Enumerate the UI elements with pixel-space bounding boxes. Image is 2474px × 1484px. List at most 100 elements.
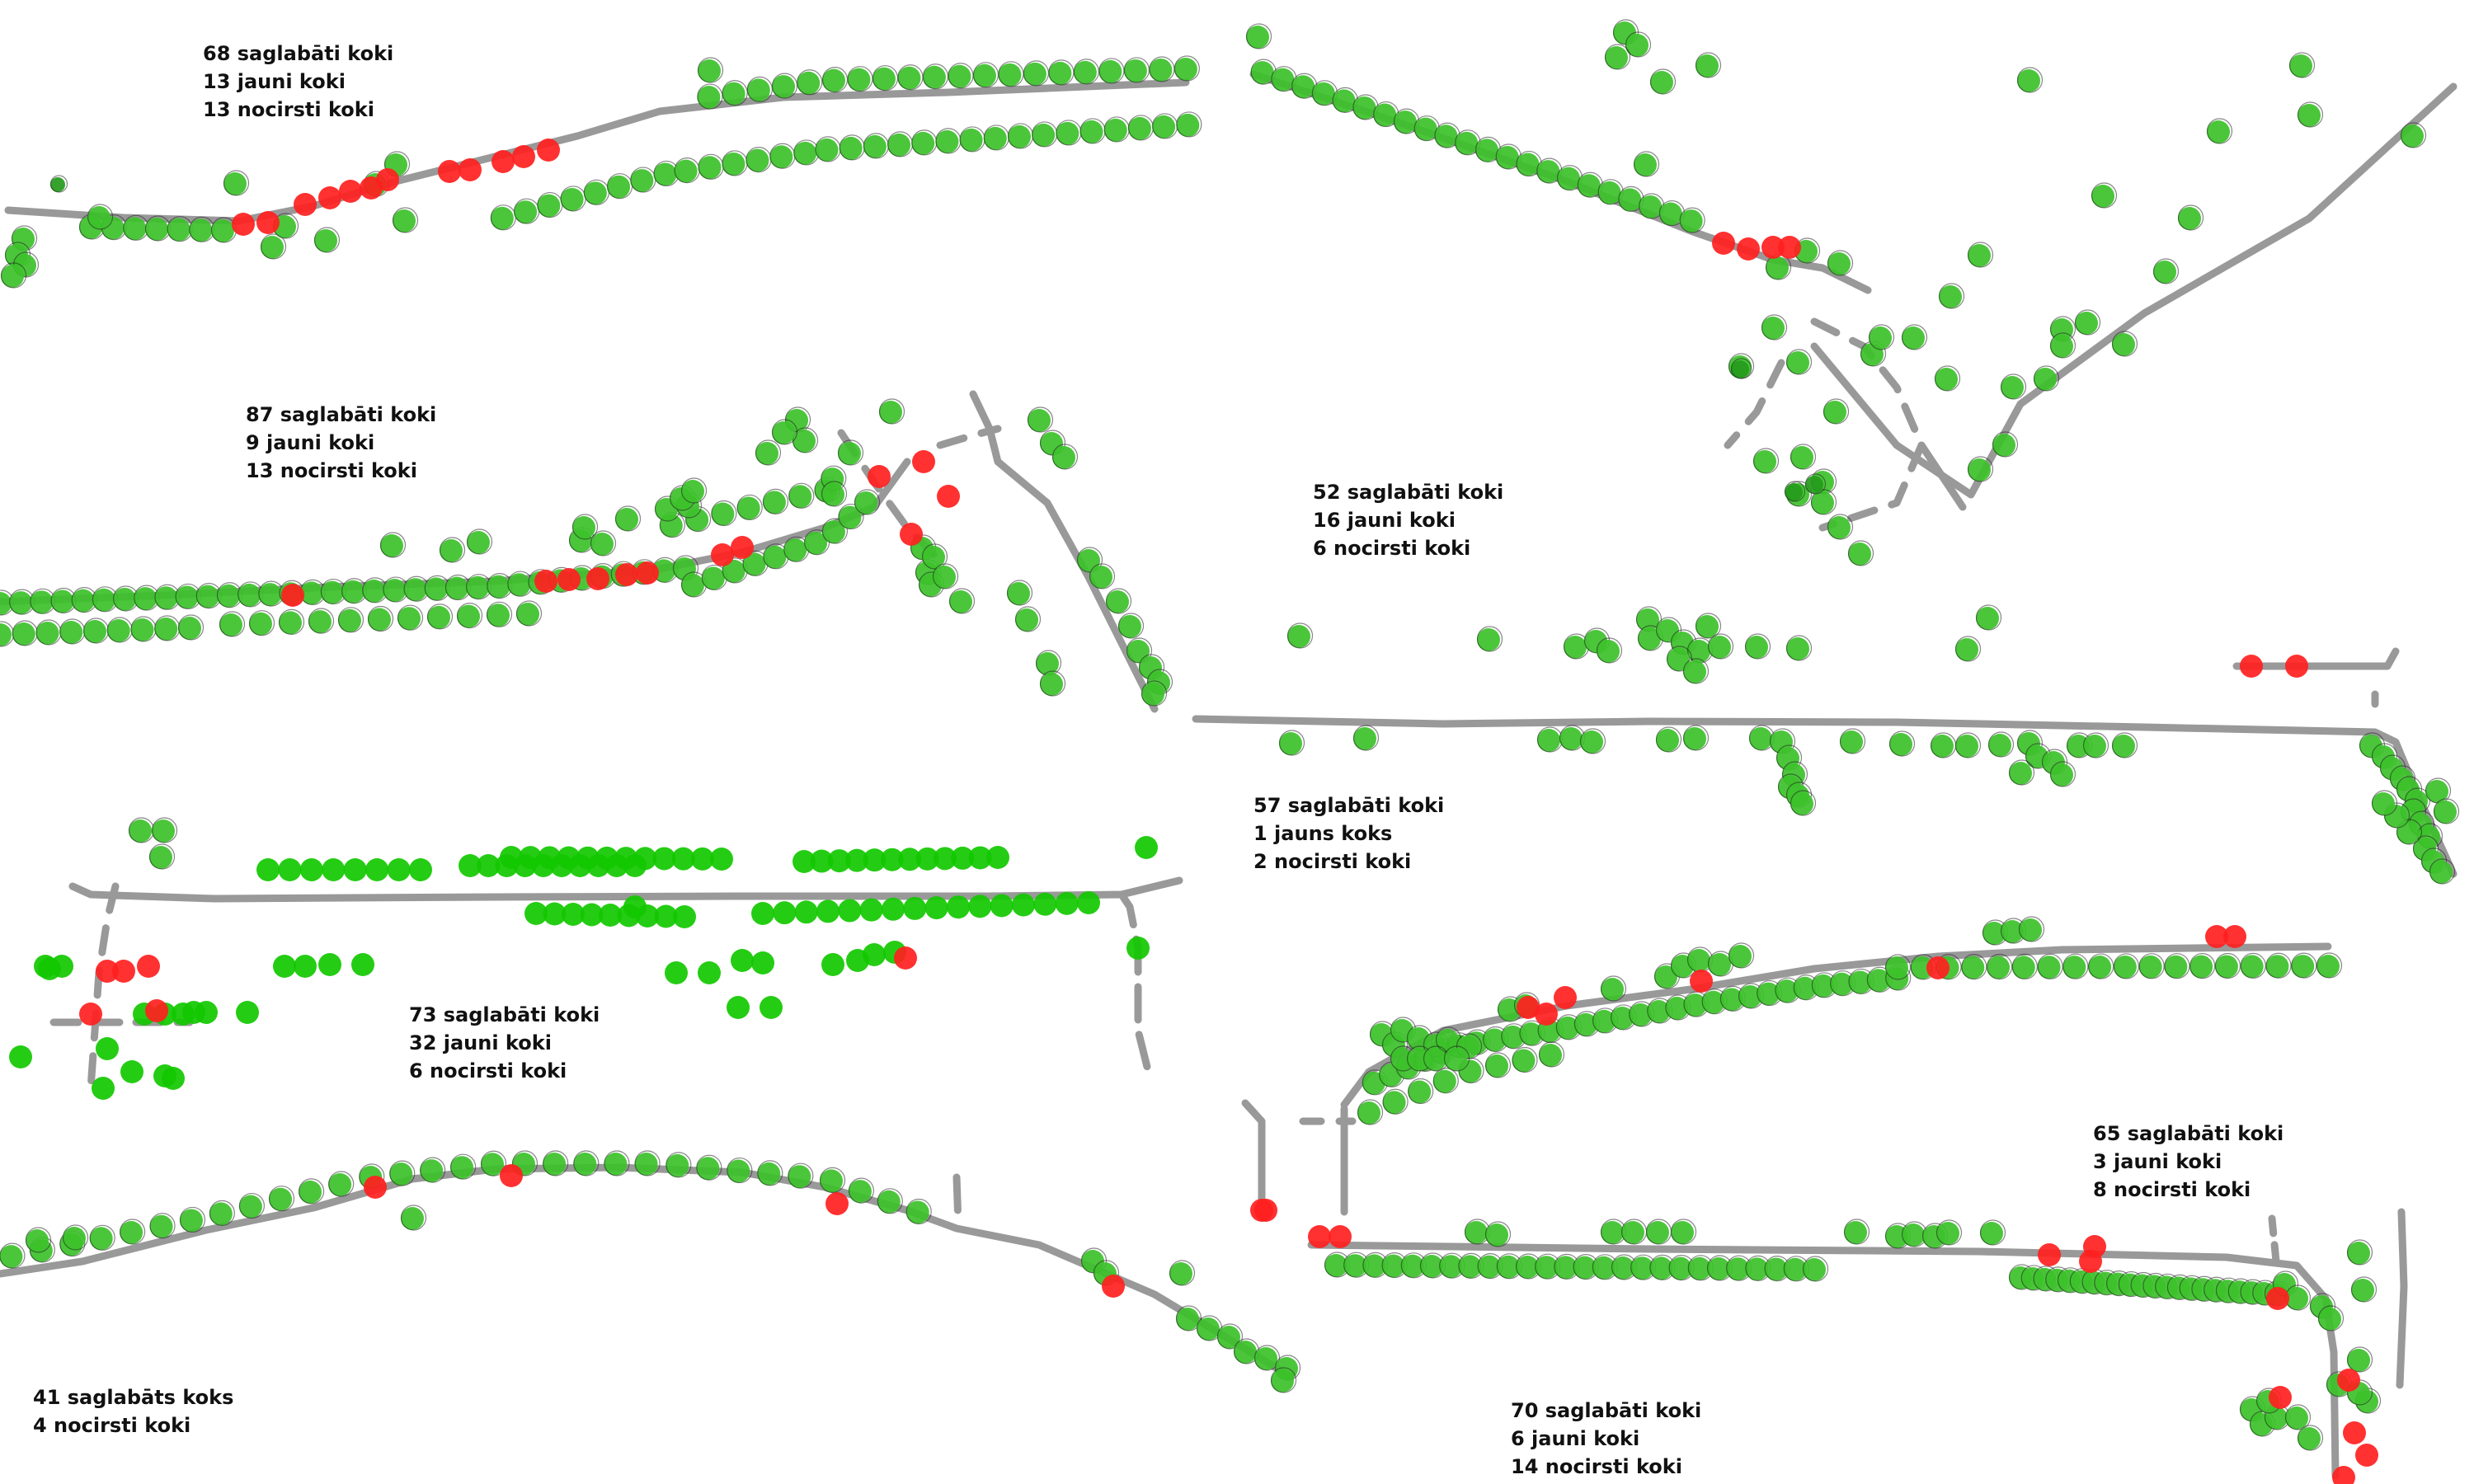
kept-tree-marker [179, 1209, 203, 1233]
tree-canopy-outline [1604, 44, 1631, 70]
kept-count: 87 saglabāti koki [246, 403, 437, 426]
kept-tree-marker [762, 491, 786, 514]
cut-tree-marker [1690, 970, 1713, 993]
kept-tree-marker [1976, 607, 1999, 630]
tree-canopy-outline [2265, 952, 2292, 979]
tree-canopy-outline [397, 604, 424, 631]
kept-tree-marker [1559, 727, 1583, 750]
new-tree-marker [1135, 836, 1158, 859]
kept-tree-marker [804, 531, 828, 555]
kept-tree-marker [1629, 1003, 1653, 1026]
kept-tree-marker [1106, 590, 1129, 613]
kept-tree-marker [879, 401, 902, 424]
cut-tree-marker [500, 1164, 523, 1187]
cut-tree-marker [1102, 1275, 1125, 1298]
cut-tree-marker [96, 960, 119, 983]
tree-canopy-outline [746, 76, 773, 103]
tree-canopy-outline [1006, 580, 1033, 606]
cut-count: 2 nocirsti koki [1253, 850, 1412, 873]
tree-canopy-outline [1476, 626, 1503, 652]
tree-canopy-outline [1954, 732, 1982, 758]
kept-tree-marker [905, 1200, 929, 1224]
tree-canopy-outline [2113, 953, 2139, 979]
new-tree-marker [924, 896, 948, 920]
tree-canopy-outline [1039, 670, 1066, 697]
new-tree-marker [322, 858, 346, 881]
kept-tree-marker [590, 533, 614, 556]
tree-canopy-outline [1823, 398, 1850, 425]
new-tree-marker [92, 1077, 115, 1100]
road-line [1917, 441, 1967, 511]
kept-tree-marker [1647, 999, 1671, 1023]
tree-canopy-outline [590, 530, 617, 556]
tree-canopy-outline [1666, 646, 1693, 672]
kept-tree-marker [1485, 1054, 1509, 1078]
tree-canopy-outline [219, 611, 246, 637]
section-5-summary: 73 saglabāti koki 32 jauni koki 6 nocirs… [409, 1001, 600, 1085]
tree-canopy-outline [680, 477, 708, 504]
kept-tree-marker [755, 442, 778, 465]
tree-canopy-outline [2206, 118, 2233, 144]
kept-tree-marker [1580, 730, 1603, 754]
tree-canopy-outline [223, 170, 250, 196]
road-line [68, 876, 1183, 903]
kept-tree-marker [838, 505, 862, 529]
tree-canopy-outline [1655, 726, 1682, 753]
new-tree-marker [751, 902, 774, 925]
cut-tree-marker [1761, 236, 1785, 259]
new-tree-marker [318, 953, 341, 976]
kept-tree-marker [261, 236, 284, 259]
tree-canopy-outline [1986, 953, 2013, 980]
kept-tree-marker [722, 559, 745, 583]
kept-tree-marker [154, 586, 178, 610]
kept-tree-marker [1650, 71, 1673, 94]
tree-canopy-outline [666, 1152, 692, 1178]
kept-tree-marker [83, 620, 106, 643]
kept-tree-marker [711, 502, 735, 526]
kept-tree-marker [2083, 735, 2106, 758]
cut-tree-marker [1254, 1199, 1277, 1222]
tree-canopy-outline [1625, 31, 1652, 58]
new-tree-marker [698, 961, 721, 984]
kept-tree-marker [1902, 326, 1925, 350]
kept-tree-marker [216, 584, 240, 608]
kept-tree-marker [1176, 1308, 1199, 1331]
kept-tree-marker [1811, 974, 1835, 998]
kept-tree-marker [2265, 955, 2289, 979]
kept-tree-marker [697, 86, 721, 110]
kept-tree-marker [249, 612, 272, 636]
tree-canopy-outline [87, 204, 114, 230]
tree-canopy-outline [2049, 761, 2077, 787]
tree-canopy-outline [2082, 732, 2109, 758]
new-tree-marker [576, 846, 600, 870]
kept-tree-marker [2075, 312, 2098, 335]
kept-tree-marker [1357, 1101, 1380, 1125]
kept-tree-marker [2291, 955, 2315, 979]
kept-tree-marker [130, 618, 154, 641]
section-7-summary: 41 saglabāts koks 4 nocirsti koki [33, 1383, 233, 1439]
tree-canopy-outline [614, 505, 642, 532]
kept-tree-marker [1597, 181, 1621, 204]
kept-tree-marker [772, 75, 796, 99]
kept-tree-marker [1343, 1254, 1367, 1278]
tree-canopy-outline [1649, 68, 1677, 95]
kept-tree-marker [1413, 117, 1437, 141]
new-tree-marker [845, 848, 869, 872]
kept-tree-marker [154, 618, 178, 641]
kept-tree-marker [71, 589, 95, 613]
kept-tree-marker [1729, 945, 1752, 968]
tree-canopy-outline [2062, 953, 2089, 979]
kept-tree-marker [2153, 261, 2176, 284]
new-tree-marker [727, 996, 750, 1019]
kept-tree-marker [1127, 116, 1151, 140]
new-tree-marker [990, 894, 1014, 918]
road-line [969, 390, 1159, 713]
tree-canopy-outline [148, 843, 176, 870]
kept-tree-marker [1931, 735, 1954, 758]
kept-count: 41 saglabāts koks [33, 1386, 234, 1409]
kept-tree-marker [1048, 61, 1072, 85]
kept-tree-marker [821, 520, 845, 544]
kept-tree-marker [1785, 483, 1803, 501]
tree-canopy-outline [2240, 952, 2266, 979]
kept-tree-marker [1749, 727, 1772, 750]
